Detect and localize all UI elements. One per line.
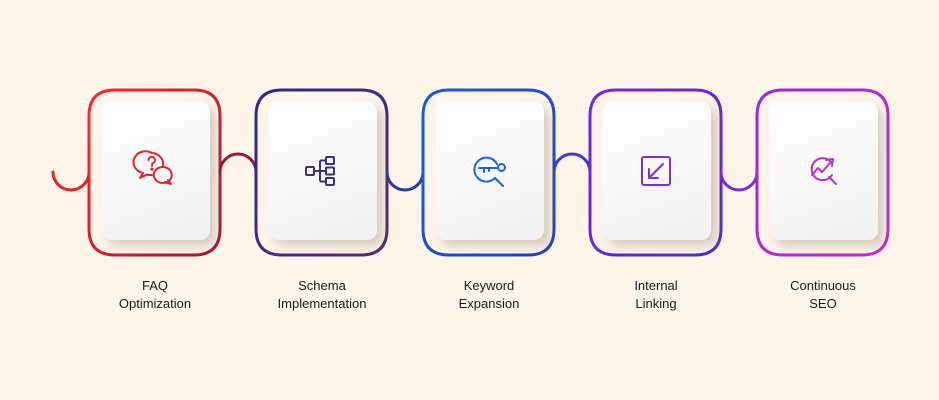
step-card-continuous-seo (770, 102, 878, 240)
step-label-line2: Linking (635, 296, 677, 311)
hierarchy-icon (305, 156, 335, 186)
step-card-internal-linking (603, 102, 711, 240)
step-label-line1: Keyword (463, 278, 515, 293)
arrow-down-left-icon (641, 156, 671, 186)
step-label-keyword: Keyword Expansion (419, 277, 559, 313)
faq-bubbles-icon (132, 150, 173, 185)
step-card-schema (269, 102, 377, 240)
step-card-faq (102, 102, 210, 240)
step-label-line2: Optimization (118, 296, 192, 311)
step-label-line1: FAQ (141, 278, 168, 293)
step-label-line2: Implementation (277, 296, 367, 311)
step-label-line1: Schema (298, 278, 346, 293)
step-label-line1: Internal (634, 278, 678, 293)
step-label-continuous-seo: Continuous SEO (753, 277, 893, 313)
growth-search-icon (810, 157, 837, 185)
step-label-line1: Continuous (790, 278, 856, 293)
step-label-faq: FAQ Optimization (85, 277, 225, 313)
key-search-icon (473, 156, 506, 187)
step-label-line2: Expansion (458, 296, 520, 311)
step-label-line2: SEO (809, 296, 837, 311)
step-label-internal-linking: Internal Linking (586, 277, 726, 313)
step-label-schema: Schema Implementation (252, 277, 392, 313)
step-card-keyword (436, 102, 544, 240)
